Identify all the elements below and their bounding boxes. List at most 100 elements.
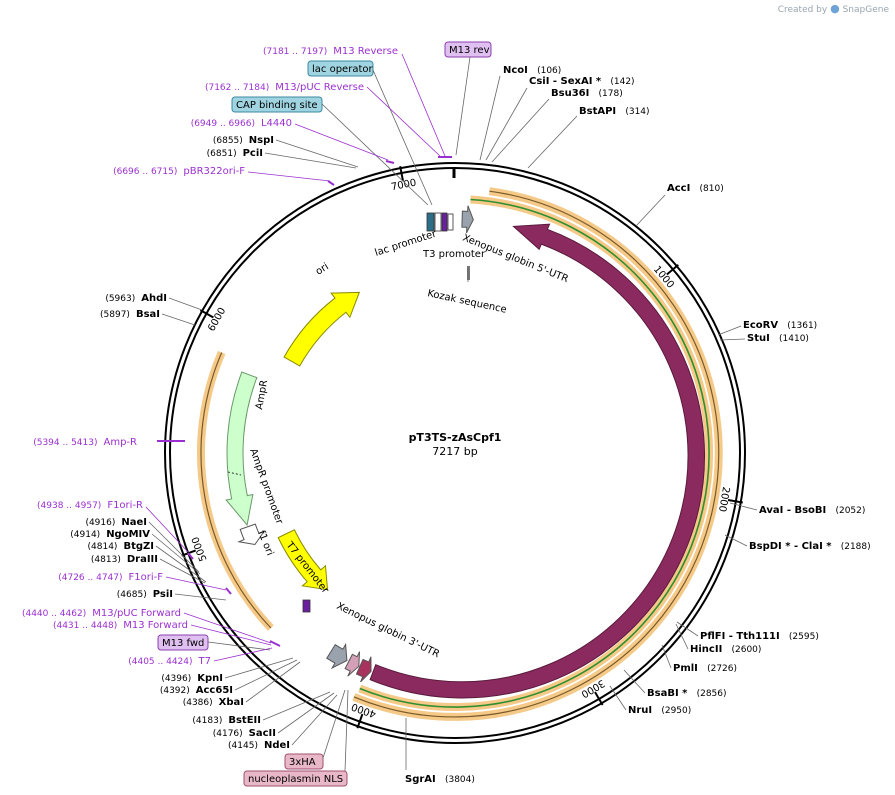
snapgene-logo-icon: ●	[830, 2, 840, 15]
enzyme-stui[interactable]: StuI (1410)	[747, 333, 809, 344]
leader-m13-fwd	[207, 641, 271, 651]
feature-xenopus-3utr-arrow[interactable]	[326, 642, 348, 670]
enzyme-hincii[interactable]: HincII (2600)	[690, 644, 761, 655]
primer-f1ori-r-marker[interactable]	[187, 552, 194, 560]
enzyme-ngomiv[interactable]: (4914)NgoMIV	[70, 529, 150, 540]
leader-sacii	[277, 692, 335, 734]
enzyme-draiii[interactable]: (4813)DraIII	[91, 554, 158, 565]
enzyme-avai-bsobi[interactable]: AvaI - BsoBI (2052)	[759, 505, 865, 516]
three-xha-label: 3xHA	[289, 757, 316, 768]
primer-f1ori-r[interactable]: (4938 .. 4957)F1ori-R	[37, 500, 143, 511]
m13-fwd-box[interactable]	[157, 634, 209, 651]
tick-label: 7000	[390, 178, 417, 194]
leader-nrui	[609, 685, 627, 711]
leader-lac-operator	[372, 69, 433, 206]
enzyme-pmli[interactable]: PmlI (2726)	[673, 663, 737, 674]
feature-kozak-mark	[467, 266, 470, 280]
enzyme-sgrai[interactable]: SgrAI (3804)	[405, 774, 475, 785]
enzyme-bsteii[interactable]: (4183)BstEII	[192, 715, 261, 726]
primer-m13-forward[interactable]: (4431 .. 4448)M13 Forward	[53, 620, 188, 631]
feature-ascpf1-arrow[interactable]	[369, 223, 706, 699]
feature-t3-promoter-block[interactable]	[447, 213, 454, 231]
enzyme-nrui[interactable]: NruI (2950)	[628, 705, 691, 716]
feature-f1-ori-arrow[interactable]	[277, 529, 329, 591]
primer-m13puc-reverse[interactable]: (7162 .. 7184)M13/pUC Reverse	[205, 82, 364, 93]
feature-lac-operator-block[interactable]	[426, 212, 435, 232]
m13-rev-box[interactable]	[444, 41, 492, 58]
primer-leader-lines	[145, 53, 446, 662]
enzyme-pcii[interactable]: (6851)PciI	[207, 148, 263, 159]
leader-primer-m13puc-fwd	[183, 612, 272, 644]
feature-label-ori: ori	[314, 261, 331, 277]
feature-xenopus-5utr-arrow[interactable]	[461, 205, 474, 234]
leader-primer-t7	[213, 647, 273, 662]
enzyme-naei[interactable]: (4916)NaeI	[85, 517, 147, 528]
feature-label-xenopus-3utr: Xenopus globin 3'-UTR	[335, 601, 441, 660]
primer-pbr322ori-f[interactable]: (6696 .. 6715)pBR322ori-F	[113, 166, 245, 177]
enzyme-ecorv[interactable]: EcoRV (1361)	[743, 320, 817, 331]
enzyme-pflfi-tth111i[interactable]: PflFI - Tth111I (2595)	[700, 631, 819, 642]
primer-m13-reverse[interactable]: (7181 .. 7197)M13 Reverse	[263, 46, 398, 57]
orf-line-left	[200, 352, 272, 629]
enzyme-xbai[interactable]: (4386)XbaI	[183, 697, 244, 708]
enzyme-btgzi[interactable]: (4814)BtgZI	[88, 541, 154, 552]
feature-lac-promoter-block[interactable]	[434, 212, 442, 232]
leader-draiii	[159, 558, 206, 584]
enzyme-ahdi[interactable]: (5963)AhdI	[105, 293, 167, 304]
tick-mark	[399, 166, 404, 182]
enzyme-csii-sexai[interactable]: CsiI - SexAI * (142)	[529, 76, 635, 87]
leader-pmli	[661, 644, 672, 669]
leader-ngomiv	[151, 533, 201, 575]
tick-mark	[356, 713, 364, 729]
primer-m13puc-forward[interactable]: (4440 .. 4462)M13/pUC Forward	[22, 608, 181, 619]
primer-amp-r[interactable]: (5394 .. 5413)Amp-R	[33, 437, 137, 448]
feature-nucleoplasmin-nls-arrow[interactable]	[344, 651, 361, 677]
primer-pbr322ori-marker[interactable]	[327, 180, 335, 186]
enzyme-sacii[interactable]: (4176)SacII	[213, 728, 276, 739]
enzyme-bsai[interactable]: (5897)BsaI	[100, 309, 160, 320]
enzyme-psii[interactable]: (4685)PsiI	[117, 589, 173, 600]
primer-f1ori-f[interactable]: (4726 .. 4747)F1ori-F	[58, 572, 163, 583]
primer-m13fwd-marker[interactable]	[269, 640, 281, 647]
enzyme-bstapi[interactable]: BstAPI (314)	[579, 106, 650, 117]
feature-ampr-arrow[interactable]	[225, 371, 258, 527]
enzyme-kpni[interactable]: (4396)KpnI	[161, 673, 223, 684]
m13-fwd-label: M13 fwd	[162, 638, 204, 649]
feature-3xha-arrow[interactable]	[355, 656, 372, 683]
enzyme-ncoi[interactable]: NcoI (106)	[503, 65, 561, 76]
three-xha-box[interactable]	[284, 753, 324, 770]
feature-ampr-promoter-arrow[interactable]	[237, 523, 266, 546]
leader-primer-f1ori-r	[145, 506, 189, 553]
leader-3xha	[322, 689, 346, 759]
leader-ahdi	[168, 297, 203, 311]
lac-operator-box[interactable]	[307, 60, 374, 77]
leader-psii	[174, 593, 227, 601]
nucleoplasmin-nls-label: nucleoplasmin NLS	[248, 774, 343, 785]
leader-avai	[729, 502, 758, 511]
nucleoplasmin-nls-box[interactable]	[243, 770, 348, 787]
leader-naei	[148, 521, 200, 573]
enzyme-bsu36i[interactable]: Bsu36I (178)	[551, 88, 623, 99]
leader-primer-m13puc-reverse	[366, 86, 441, 157]
leader-pflfi	[676, 621, 699, 637]
leader-primer-pbr322	[247, 171, 331, 182]
enzyme-bspdi-clai[interactable]: BspDI * - ClaI * (2188)	[749, 541, 871, 552]
tick-mark	[727, 498, 743, 504]
primer-t7[interactable]: (4405 .. 4424)T7	[128, 656, 211, 667]
enzyme-acci[interactable]: AccI (810)	[667, 183, 724, 194]
leader-nls	[344, 689, 349, 772]
feature-ori-arrow[interactable]	[283, 291, 361, 367]
backbone-outer-circle	[164, 162, 746, 744]
enzyme-acc65i[interactable]: (4392)Acc65I	[160, 685, 233, 696]
enzyme-nspi[interactable]: (6855)NspI	[213, 135, 274, 146]
enzyme-bsabi[interactable]: BsaBI * (2856)	[647, 688, 727, 699]
feature-m13rev-block[interactable]	[441, 212, 448, 232]
feature-t7-block[interactable]	[302, 599, 311, 613]
feature-label-ampr-promoter: AmpR promoter	[247, 447, 285, 526]
primer-l4440[interactable]: (6949 .. 6966)L4440	[191, 118, 292, 129]
enzyme-ndei[interactable]: (4145)NdeI	[228, 740, 290, 751]
leader-acci	[635, 194, 666, 227]
primer-l4440-marker[interactable]	[385, 160, 395, 164]
primer-f1ori-f-marker[interactable]	[225, 587, 232, 595]
snapgene-brand: Created by ● SnapGene	[778, 2, 889, 15]
